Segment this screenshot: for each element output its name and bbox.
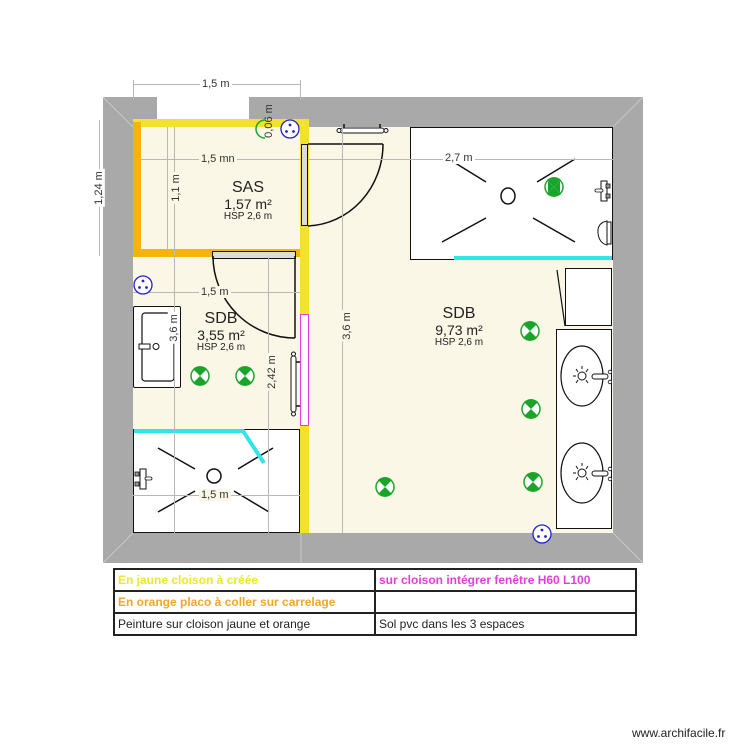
dim-sdb-small-partition: 2,42 m <box>265 353 278 391</box>
legend-orange-placo: En orange placo à coller sur carrelage <box>113 590 376 614</box>
partition-window[interactable] <box>300 314 309 426</box>
room-label-sdb-large: SDB 9,73 m² HSP 2,6 m <box>419 306 499 348</box>
legend-yellow-partition: En jaune cloison à créée <box>113 568 376 592</box>
power-socket-icon[interactable] <box>133 275 153 295</box>
sdb-small-door-swing <box>212 256 296 339</box>
dim-left-outer-height: 1,24 m <box>92 169 105 207</box>
room-area: 1,57 m² <box>224 196 272 212</box>
sink-2-icon[interactable] <box>560 442 612 508</box>
ceiling-light-icon[interactable] <box>520 321 540 341</box>
partition-arrow <box>300 118 309 127</box>
dim-tick-top-left <box>133 80 134 100</box>
wall-corner-lines <box>103 97 643 563</box>
room-height: HSP 2,6 m <box>196 342 246 353</box>
dim-shower-width: 2,7 m <box>443 152 475 164</box>
room-area: 3,55 m² <box>197 327 245 343</box>
sas-door-swing <box>307 143 384 227</box>
legend-floor-note: Sol pvc dans les 3 espaces <box>374 612 637 636</box>
sas-door-leaf[interactable] <box>301 144 308 226</box>
power-socket-icon[interactable] <box>280 119 300 139</box>
dim-sdb-large-height: 3,6 m <box>340 310 353 342</box>
legend-row: Peinture sur cloison jaune et orange Sol… <box>113 612 637 636</box>
dim-top-outer-width: 1,5 m <box>200 78 232 90</box>
cabinet-door-line <box>556 269 566 327</box>
dim-line-sas-h1 <box>167 127 168 249</box>
legend-row: En orange placo à coller sur carrelage <box>113 590 637 614</box>
shower-small-drain <box>157 447 274 513</box>
room-label-sdb-small: SDB 3,55 m² HSP 2,6 m <box>181 311 261 353</box>
sas-left-placo <box>133 122 141 256</box>
dim-sas-height: 1,1 m <box>169 172 182 204</box>
ceiling-light-icon[interactable] <box>521 399 541 419</box>
wall-light-icon[interactable] <box>255 118 267 140</box>
sdb-small-door-leaf[interactable] <box>212 251 296 259</box>
dim-sdb-small-width: 1,5 m <box>199 286 231 298</box>
room-label-sas: SAS 1,57 m² HSP 2,6 m <box>208 180 288 222</box>
power-socket-icon[interactable] <box>532 524 552 544</box>
ceiling-light-icon[interactable] <box>375 477 395 497</box>
sink-1-icon[interactable] <box>560 345 612 411</box>
room-height: HSP 2,6 m <box>223 211 273 222</box>
dim-sas-width: 1,5 mn <box>199 153 237 165</box>
room-area: 9,73 m² <box>435 322 483 338</box>
sas-top-partition <box>133 119 301 127</box>
ceiling-light-icon[interactable] <box>544 177 564 197</box>
dim-bottom-shower-width: 1,5 m <box>199 489 231 501</box>
storage-cabinet[interactable] <box>565 268 612 326</box>
wall-hung-fixture-icon[interactable] <box>597 218 613 248</box>
dim-sdb-small-height: 3,6 m <box>167 312 180 344</box>
shower-small-mixer-icon[interactable] <box>133 467 153 493</box>
dim-tick-top-right <box>300 80 301 100</box>
towel-rail-side[interactable] <box>288 350 302 420</box>
legend-table: En jaune cloison à créée sur cloison int… <box>113 568 637 636</box>
ceiling-light-icon[interactable] <box>235 366 255 386</box>
shower-small-screen <box>134 429 266 465</box>
small-basin-icon[interactable] <box>133 306 181 388</box>
watermark[interactable]: www.archifacile.fr <box>632 726 726 740</box>
room-name: SAS <box>231 179 264 196</box>
shower-large-drain <box>441 158 576 243</box>
shower-large-screen <box>454 256 612 260</box>
dim-line-sdbs-h <box>268 257 269 533</box>
shower-mixer-icon[interactable] <box>594 179 614 205</box>
legend-row: En jaune cloison à créée sur cloison int… <box>113 568 637 592</box>
floor-plan: 1,5 m 1,24 m 0,06 m 1,5 mn 1,1 m 2,7 m 1… <box>92 78 643 563</box>
ceiling-light-icon[interactable] <box>190 366 210 386</box>
ceiling-light-icon[interactable] <box>523 472 543 492</box>
room-name: SDB <box>442 305 476 322</box>
legend-empty-cell <box>374 590 637 614</box>
legend-paint-note: Peinture sur cloison jaune et orange <box>113 612 376 636</box>
room-name: SDB <box>204 310 238 327</box>
room-height: HSP 2,6 m <box>434 337 484 348</box>
towel-rail-top[interactable] <box>330 124 396 138</box>
legend-partition-window: sur cloison intégrer fenêtre H60 L100 <box>374 568 637 592</box>
